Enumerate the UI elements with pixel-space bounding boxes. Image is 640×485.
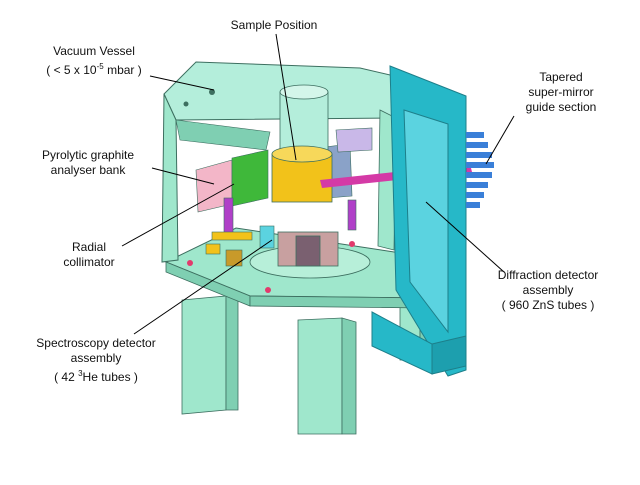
spectroscopy-detector-label: Spectroscopy detector assembly ( 42 3He … — [36, 336, 156, 384]
vacuum-vessel-label: Vacuum Vessel ( < 5 x 10-5 mbar ) — [46, 44, 142, 77]
diffraction-frame — [371, 65, 467, 377]
callout-lines — [121, 33, 515, 335]
support-legs — [181, 295, 431, 435]
sample-column — [271, 84, 339, 267]
sample-position-label: Sample Position — [230, 18, 318, 32]
guide-section-label: Tapered super-mirror guide section — [525, 70, 597, 114]
analyser-bank-label: Pyrolytic graphite analyser bank — [41, 148, 135, 177]
collimator-parts — [205, 225, 275, 267]
blue-fins — [466, 132, 494, 208]
radial-collimator-label: Radial collimator — [63, 240, 115, 269]
analyser-bank — [195, 127, 373, 235]
diffraction-detector-label: Diffraction detector assembly ( 960 ZnS … — [497, 268, 599, 312]
